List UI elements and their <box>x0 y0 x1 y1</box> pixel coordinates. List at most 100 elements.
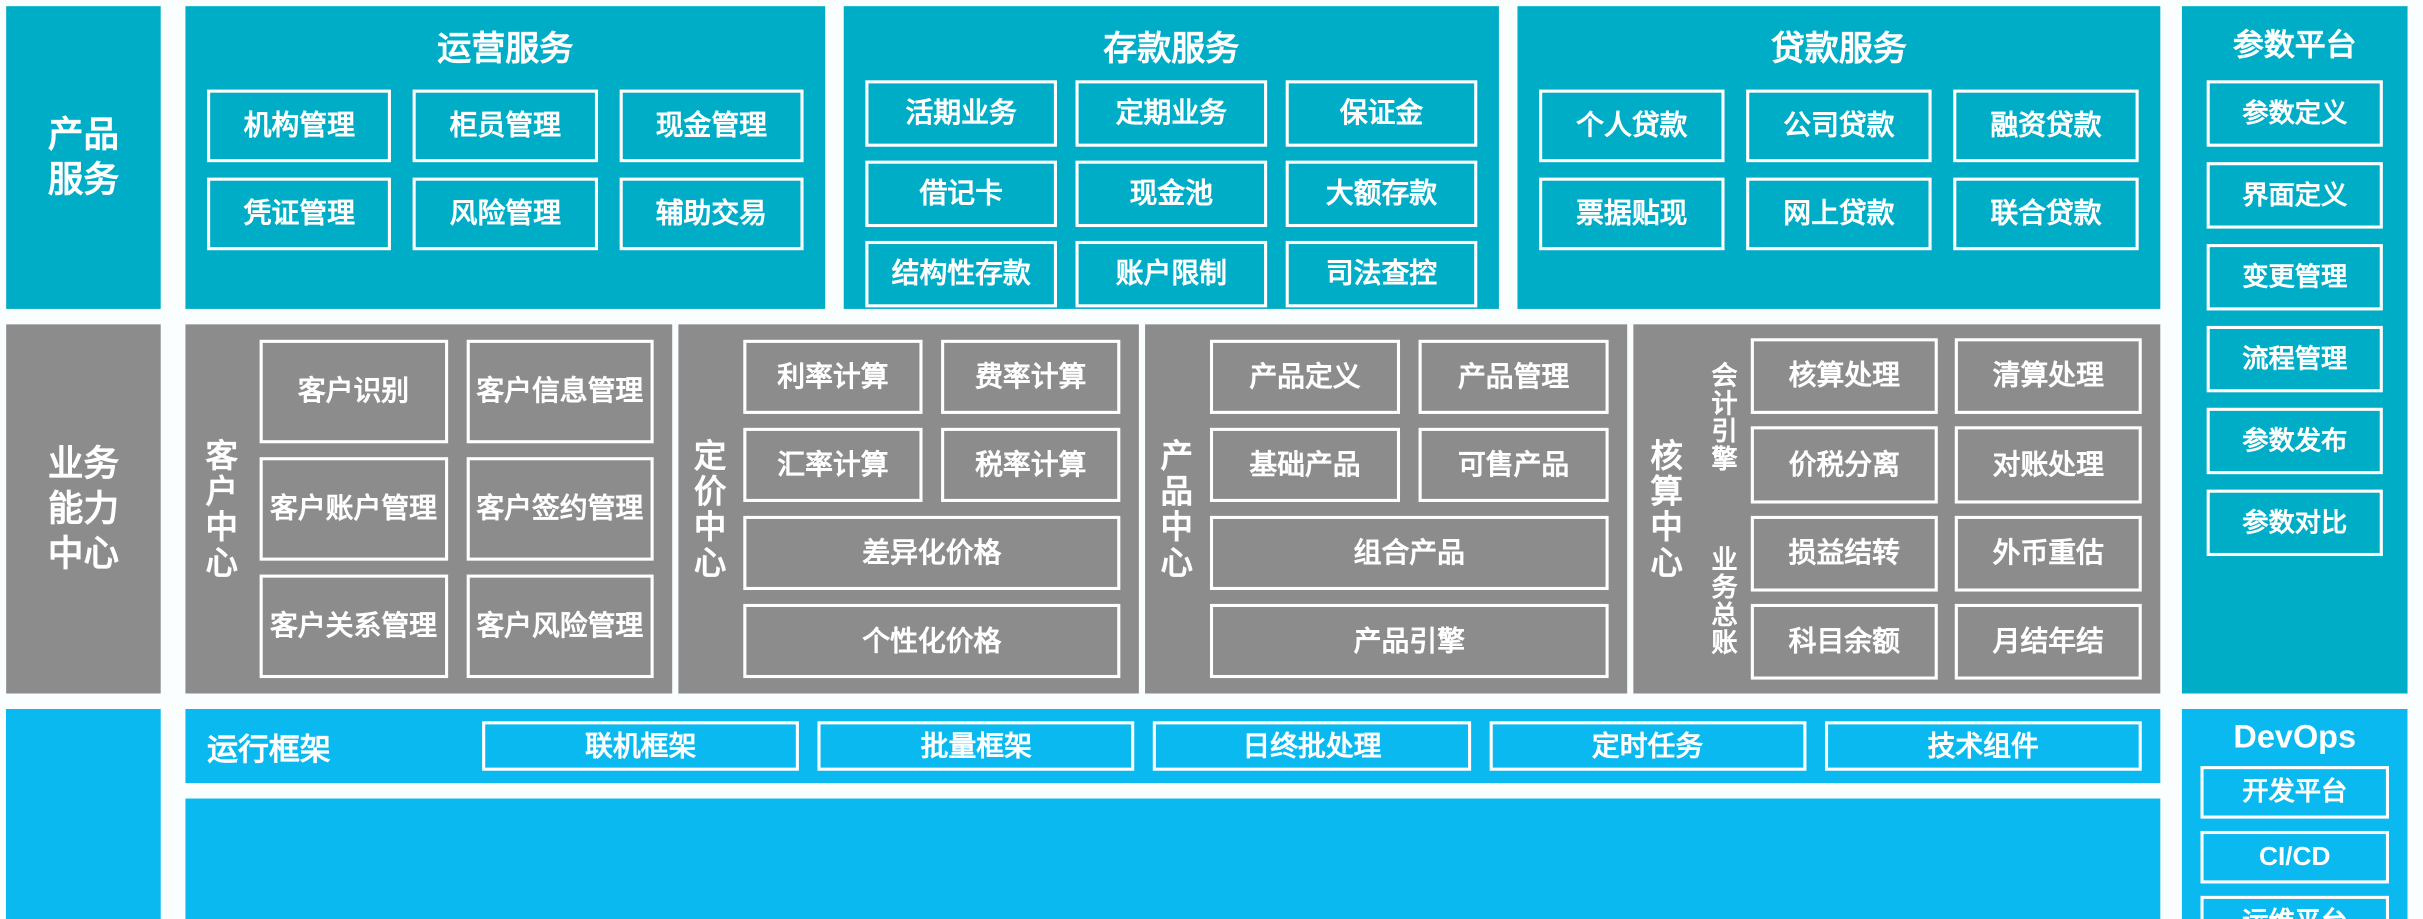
card-accounting-0[interactable]: 核算处理 <box>1750 338 1938 415</box>
vertical-label-accounting-engine: 会计引擎 <box>1706 361 1737 473</box>
card-product-3[interactable]: 可售产品 <box>1418 427 1609 502</box>
card-customer-5[interactable]: 客户风险管理 <box>465 574 654 679</box>
card-product-1[interactable]: 产品管理 <box>1418 339 1609 414</box>
vertical-label-general-ledger: 业务总账 <box>1706 545 1737 657</box>
layer-label-business-capability: 业务 能力 中心 <box>6 324 161 694</box>
card-operation-5[interactable]: 辅助交易 <box>619 177 804 251</box>
card-deposit-5[interactable]: 大额存款 <box>1285 160 1478 228</box>
card-runtime-1[interactable]: 批量框架 <box>817 721 1135 771</box>
card-accounting-2[interactable]: 价税分离 <box>1750 426 1938 503</box>
card-product-wide-1[interactable]: 产品引擎 <box>1209 603 1609 679</box>
card-operation-2[interactable]: 现金管理 <box>619 89 804 163</box>
group-customer-center: 客户中心 客户识别 客户信息管理 客户账户管理 客户签约管理 客户关系管理 客户… <box>185 324 673 694</box>
group-parameter-platform: 参数平台 参数定义 界面定义 变更管理 流程管理 参数发布 参数对比 <box>2181 6 2408 694</box>
card-pricing-1[interactable]: 费率计算 <box>941 339 1121 414</box>
card-pricing-3[interactable]: 税率计算 <box>941 427 1121 502</box>
tech-platform-main: 运行框架 联机框架 批量框架 日终批处理 定时任务 技术组件 分布式技术底座 注… <box>185 708 2161 919</box>
operation-services-card-grid: 机构管理 柜员管理 现金管理 凭证管理 风险管理 辅助交易 <box>185 71 825 266</box>
group-title-operation-services: 运营服务 <box>437 29 574 68</box>
card-accounting-4[interactable]: 损益结转 <box>1750 515 1938 592</box>
card-runtime-3[interactable]: 定时任务 <box>1489 721 1807 771</box>
group-title-devops: DevOps <box>2233 719 2357 756</box>
card-customer-3[interactable]: 客户签约管理 <box>465 457 654 561</box>
group-operation-services: 运营服务 机构管理 柜员管理 现金管理 凭证管理 风险管理 辅助交易 <box>185 6 826 309</box>
card-runtime-2[interactable]: 日终批处理 <box>1153 721 1471 771</box>
card-accounting-3[interactable]: 对账处理 <box>1954 426 2142 503</box>
card-accounting-1[interactable]: 清算处理 <box>1954 338 2142 415</box>
card-devops-2[interactable]: 运维平台 <box>2200 895 2390 919</box>
card-parameter-5[interactable]: 参数对比 <box>2206 489 2383 557</box>
card-devops-1[interactable]: CI/CD <box>2200 830 2390 884</box>
pricing-center-card-grid: 利率计算 费率计算 汇率计算 税率计算 差异化价格 个性化价格 <box>737 324 1139 693</box>
card-deposit-0[interactable]: 活期业务 <box>865 80 1057 147</box>
card-parameter-0[interactable]: 参数定义 <box>2206 80 2383 147</box>
group-loan-services: 贷款服务 个人贷款 公司贷款 融资贷款 票据贴现 网上贷款 联合贷款 <box>1517 6 2161 309</box>
card-runtime-0[interactable]: 联机框架 <box>482 721 800 771</box>
devops-list: 开发平台 CI/CD 运维平台 <box>2182 757 2408 919</box>
card-parameter-2[interactable]: 变更管理 <box>2206 244 2383 311</box>
group-product-center: 产品中心 产品定义 产品管理 基础产品 可售产品 组合产品 产品引擎 <box>1145 324 1628 694</box>
group-title-parameter-platform: 参数平台 <box>2232 29 2357 64</box>
group-title-deposit-services: 存款服务 <box>1103 29 1240 68</box>
vertical-label-accounting-center: 核算中心 <box>1646 437 1683 580</box>
card-product-2[interactable]: 基础产品 <box>1209 427 1401 502</box>
card-loan-1[interactable]: 公司贷款 <box>1746 89 1932 163</box>
card-customer-2[interactable]: 客户账户管理 <box>259 457 448 561</box>
card-loan-0[interactable]: 个人贷款 <box>1539 89 1725 163</box>
business-capability-label-line1: 业务 <box>47 443 119 485</box>
group-accounting-center: 核算中心 会计引擎 业务总账 核算处理 清算处理 价税分离 对账处理 损益结转 … <box>1633 324 2161 694</box>
vertical-label-product-center: 产品中心 <box>1156 437 1193 580</box>
card-customer-0[interactable]: 客户识别 <box>259 339 448 444</box>
card-customer-1[interactable]: 客户信息管理 <box>465 339 654 444</box>
card-runtime-4[interactable]: 技术组件 <box>1824 721 2142 771</box>
business-capability-label-line2: 能力 <box>47 488 119 529</box>
product-service-label-line1: 产品 <box>47 114 119 155</box>
card-deposit-4[interactable]: 现金池 <box>1075 160 1268 228</box>
parameter-platform-list: 参数定义 界面定义 变更管理 流程管理 参数发布 参数对比 <box>2182 65 2408 572</box>
card-pricing-2[interactable]: 汇率计算 <box>743 427 923 502</box>
card-accounting-6[interactable]: 科目余额 <box>1750 603 1938 680</box>
card-customer-4[interactable]: 客户关系管理 <box>259 574 448 679</box>
accounting-center-inner: 会计引擎 业务总账 核算处理 清算处理 价税分离 对账处理 损益结转 外币重估 … <box>1695 324 2160 693</box>
card-accounting-5[interactable]: 外币重估 <box>1954 515 2142 592</box>
card-parameter-1[interactable]: 界面定义 <box>2206 162 2383 229</box>
group-pricing-center: 定价中心 利率计算 费率计算 汇率计算 税率计算 差异化价格 个性化价格 <box>678 324 1139 694</box>
customer-center-card-grid: 客户识别 客户信息管理 客户账户管理 客户签约管理 客户关系管理 客户风险管理 <box>253 324 672 693</box>
vertical-label-pricing-center: 定价中心 <box>689 437 726 580</box>
card-product-wide-0[interactable]: 组合产品 <box>1209 515 1609 591</box>
card-deposit-2[interactable]: 保证金 <box>1285 80 1478 147</box>
loan-services-card-grid: 个人贷款 公司贷款 融资贷款 票据贴现 网上贷款 联合贷款 <box>1517 71 2160 266</box>
card-product-0[interactable]: 产品定义 <box>1209 339 1401 414</box>
card-deposit-8[interactable]: 司法查控 <box>1285 240 1478 308</box>
card-operation-4[interactable]: 风险管理 <box>413 177 598 251</box>
layer-label-product-service: 产品 服务 <box>6 6 161 309</box>
product-service-label-line2: 服务 <box>47 159 119 200</box>
deposit-services-card-grid: 活期业务 定期业务 保证金 借记卡 现金池 大额存款 结构性存款 账户限制 司法… <box>844 71 1499 323</box>
business-capability-label-line3: 中心 <box>47 532 119 573</box>
runtime-framework-card-grid: 联机框架 批量框架 日终批处理 定时任务 技术组件 <box>464 712 2161 780</box>
accounting-center-card-grid: 核算处理 清算处理 价税分离 对账处理 损益结转 外币重估 科目余额 月结年结 <box>1748 324 2161 693</box>
card-pricing-wide-0[interactable]: 差异化价格 <box>743 515 1121 591</box>
group-devops: DevOps 开发平台 CI/CD 运维平台 <box>2181 708 2408 919</box>
card-devops-0[interactable]: 开发平台 <box>2200 766 2390 819</box>
group-deposit-services: 存款服务 活期业务 定期业务 保证金 借记卡 现金池 大额存款 结构性存款 账户… <box>843 6 1499 309</box>
card-loan-2[interactable]: 融资贷款 <box>1953 89 2139 163</box>
card-parameter-3[interactable]: 流程管理 <box>2206 325 2383 393</box>
card-loan-3[interactable]: 票据贴现 <box>1539 177 1725 251</box>
card-deposit-1[interactable]: 定期业务 <box>1075 80 1268 147</box>
card-loan-4[interactable]: 网上贷款 <box>1746 177 1932 251</box>
card-operation-1[interactable]: 柜员管理 <box>413 89 598 163</box>
row-label-runtime-framework: 运行框架 <box>207 732 331 767</box>
card-pricing-wide-1[interactable]: 个性化价格 <box>743 603 1121 679</box>
card-parameter-4[interactable]: 参数发布 <box>2206 407 2383 475</box>
group-title-loan-services: 贷款服务 <box>1770 29 1907 68</box>
card-deposit-6[interactable]: 结构性存款 <box>865 240 1057 308</box>
card-deposit-7[interactable]: 账户限制 <box>1075 240 1268 308</box>
card-loan-5[interactable]: 联合贷款 <box>1953 177 2139 251</box>
card-operation-3[interactable]: 凭证管理 <box>207 177 392 251</box>
card-deposit-3[interactable]: 借记卡 <box>865 160 1057 228</box>
tech-platform-runtime-row: 运行框架 联机框架 批量框架 日终批处理 定时任务 技术组件 <box>185 708 2161 784</box>
card-accounting-7[interactable]: 月结年结 <box>1954 603 2142 680</box>
card-operation-0[interactable]: 机构管理 <box>207 89 392 163</box>
card-pricing-0[interactable]: 利率计算 <box>743 339 923 414</box>
